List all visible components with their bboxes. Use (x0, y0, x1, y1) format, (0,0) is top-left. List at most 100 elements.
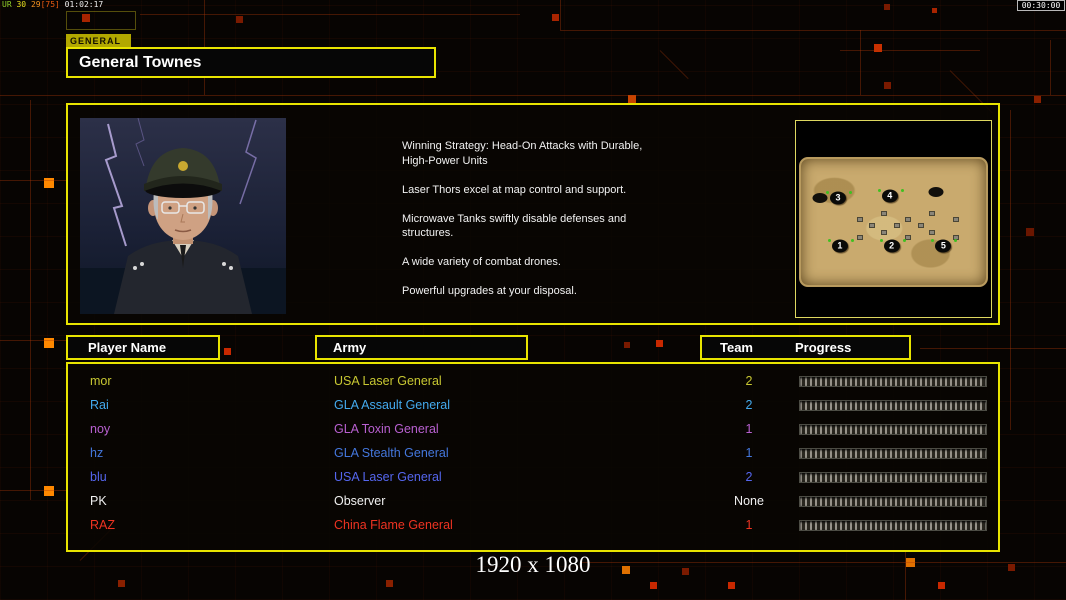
header-player-name: Player Name (66, 335, 220, 360)
debug-num2: 29 (30, 0, 41, 9)
strategy-line (402, 168, 712, 183)
decorative-square (682, 568, 689, 575)
strategy-line: Microwave Tanks swiftly disable defenses… (402, 212, 627, 225)
decorative-line (560, 0, 561, 30)
strategy-line: Laser Thors excel at map control and sup… (402, 183, 627, 196)
player-team: 2 (745, 398, 753, 412)
map-terrain-feature (812, 193, 827, 204)
map-structure (869, 223, 876, 229)
map-unit-dot (879, 238, 883, 242)
strategy-line (402, 197, 712, 212)
player-team: 1 (745, 518, 753, 532)
player-progress-bar (799, 472, 987, 483)
map-unit-dot (827, 238, 831, 242)
decorative-square (884, 82, 891, 89)
player-name: Rai (90, 398, 109, 412)
map-structure (952, 216, 959, 222)
decorative-line (140, 14, 520, 15)
map-structure (856, 234, 863, 240)
player-progress-bar (799, 496, 987, 507)
map-unit-dot (850, 238, 854, 242)
decorative-square (628, 95, 636, 103)
decorative-line (1010, 110, 1011, 430)
player-army: GLA Toxin General (334, 422, 439, 436)
map-structure (893, 223, 900, 229)
decorative-square (386, 580, 393, 587)
player-army: GLA Stealth General (334, 446, 449, 460)
map-unit-dot (826, 191, 829, 195)
map-start-position: 5 (935, 239, 952, 253)
player-progress-bar (799, 448, 987, 459)
player-team: 1 (745, 422, 753, 436)
player-team: None (734, 494, 764, 508)
decorative-square (44, 178, 54, 188)
general-name: General Townes (79, 54, 202, 71)
map-unit-dot (849, 191, 852, 195)
debug-time: 01:02:17 (64, 0, 104, 9)
strategy-line: High-Power Units (402, 154, 488, 167)
player-army: USA Laser General (334, 470, 442, 484)
player-progress-bar (799, 424, 987, 435)
strategy-line (402, 270, 712, 285)
decorative-square (728, 582, 735, 589)
general-info-panel: Winning Strategy: Head-On Attacks with D… (66, 103, 1000, 325)
map-unit-dot (954, 238, 958, 242)
map-structure (856, 216, 863, 222)
player-name: blu (90, 470, 107, 484)
player-progress-bar (799, 400, 987, 411)
decorative-square (118, 580, 125, 587)
general-name-box: General Townes (66, 47, 436, 78)
map-unit-dot (902, 238, 906, 242)
decorative-line (0, 95, 1066, 96)
decorative-line (30, 100, 31, 500)
player-row: noy GLA Toxin General 1 (68, 418, 998, 442)
map-terrain-feature (928, 186, 944, 197)
general-portrait (80, 118, 286, 314)
header-army-label: Army (333, 340, 367, 355)
player-row: RAZ China Flame General 1 (68, 514, 998, 538)
player-army: China Flame General (334, 518, 453, 532)
player-progress-bar (799, 376, 987, 387)
header-progress-label: Progress (795, 340, 852, 355)
map-structure (917, 223, 924, 229)
decorative-square (236, 16, 243, 23)
map-structure (928, 229, 935, 235)
player-name: PK (90, 494, 107, 508)
header-team-label: Team (720, 340, 753, 355)
decorative-square (224, 348, 231, 355)
player-army: Observer (334, 494, 386, 508)
map-start-position: 1 (831, 239, 848, 253)
decorative-square (44, 338, 54, 348)
debug-bracket: [75] (40, 0, 60, 9)
player-name: mor (90, 374, 112, 388)
debug-overlay: UR 30 29[75] 01:02:17 (2, 0, 103, 10)
map-structure (928, 210, 935, 216)
player-team: 2 (745, 374, 753, 388)
match-timer-value: 00:30:00 (1021, 1, 1061, 10)
strategy-text: Winning Strategy: Head-On Attacks with D… (402, 139, 712, 299)
strategy-line: Winning Strategy: Head-On Attacks with D… (402, 140, 643, 152)
decorative-line (560, 30, 1066, 31)
resolution-watermark: 1920 x 1080 (475, 552, 591, 577)
decorative-square (624, 342, 630, 348)
decorative-square (938, 582, 945, 589)
map-structure (880, 229, 887, 235)
map-unit-dot (900, 188, 904, 192)
portrait-illustration (80, 118, 286, 314)
decorative-line (840, 50, 980, 51)
decorative-line (920, 348, 1066, 349)
match-timer: 00:30:00 (1017, 0, 1065, 11)
decorative-square (884, 4, 890, 10)
decorative-square (552, 14, 559, 21)
player-name: RAZ (90, 518, 115, 532)
player-progress-bar (799, 520, 987, 531)
map-start-position: 4 (881, 189, 898, 203)
player-name: noy (90, 422, 111, 436)
strategy-line (402, 241, 712, 256)
